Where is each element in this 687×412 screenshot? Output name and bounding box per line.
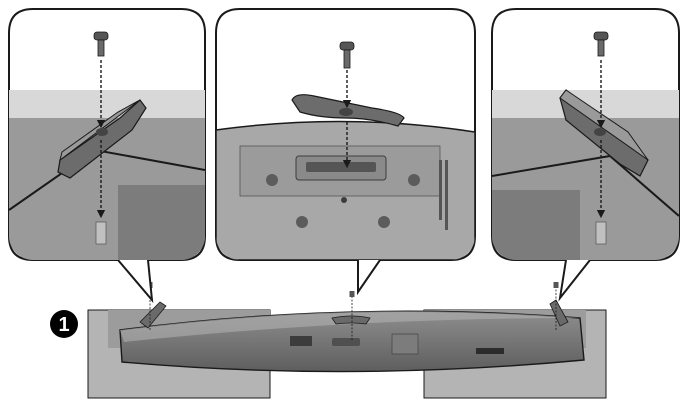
bar-bracket-right: [549, 282, 569, 330]
holder-icon: [291, 94, 405, 127]
center-plate: [332, 338, 360, 346]
screw-icon: [339, 41, 355, 69]
screw-icon: [553, 282, 559, 288]
port-panel: [476, 348, 504, 354]
callout-left: [8, 8, 206, 304]
holder-icon: [57, 99, 147, 179]
callout-center: [215, 8, 476, 296]
screw-icon: [349, 291, 355, 297]
soundbar-scene: [87, 282, 607, 399]
screw-icon: [93, 31, 109, 57]
callout-right: [491, 8, 680, 302]
step-number: 1: [58, 314, 69, 336]
vent-grille: [290, 336, 312, 346]
step-number-icon: 1: [50, 310, 78, 338]
screw-icon: [593, 31, 609, 57]
bar-bracket-center: [331, 291, 371, 340]
soundbar: [119, 310, 585, 373]
